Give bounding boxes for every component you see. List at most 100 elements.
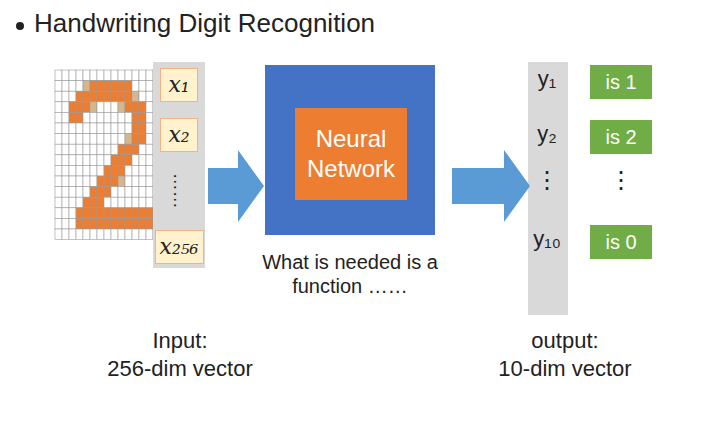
- grid-cell: [132, 187, 139, 198]
- grid-cell: [62, 218, 69, 229]
- grid-cell: [146, 102, 153, 113]
- grid-cell: [97, 229, 104, 240]
- grid-cell: [118, 123, 125, 134]
- grid-cell: [69, 144, 76, 155]
- grid-cell: [97, 123, 104, 134]
- grid-cell: [111, 165, 118, 176]
- grid-cell: [69, 208, 76, 219]
- grid-cell: [55, 123, 62, 134]
- grid-cell: [146, 70, 153, 81]
- network-box: Neural Network: [295, 108, 407, 200]
- grid-cell: [125, 112, 132, 123]
- grid-cell: [125, 229, 132, 240]
- grid-cell: [104, 112, 111, 123]
- grid-cell: [132, 70, 139, 81]
- grid-cell: [118, 91, 125, 102]
- grid-cell: [76, 134, 83, 145]
- grid-cell: [146, 197, 153, 208]
- grid-cell: [90, 208, 97, 219]
- grid-cell: [118, 155, 125, 166]
- grid-cell: [125, 134, 132, 145]
- grid-cell: [118, 176, 125, 187]
- grid-cell: [55, 165, 62, 176]
- input-vector-bar: [153, 62, 205, 268]
- grid-cell: [62, 229, 69, 240]
- grid-cell: [118, 134, 125, 145]
- grid-cell: [132, 134, 139, 145]
- grid-cell: [146, 134, 153, 145]
- grid-cell: [90, 112, 97, 123]
- grid-cell: [62, 165, 69, 176]
- grid-cell: [146, 187, 153, 198]
- node-text: is 1: [605, 70, 636, 95]
- grid-cell: [125, 187, 132, 198]
- grid-cell: [62, 208, 69, 219]
- grid-cell: [139, 134, 146, 145]
- caption-note: What is needed is a function ……: [243, 250, 458, 298]
- vector-entry: y₂: [537, 121, 557, 147]
- grid-cell: [111, 197, 118, 208]
- grid-cell: [62, 123, 69, 134]
- grid-cell: [139, 187, 146, 198]
- grid-cell: [111, 81, 118, 92]
- grid-cell: [55, 176, 62, 187]
- grid-cell: [97, 91, 104, 102]
- grid-cell: [83, 187, 90, 198]
- grid-cell: [125, 81, 132, 92]
- grid-cell: [90, 176, 97, 187]
- grid-cell: [83, 155, 90, 166]
- grid-cell: [139, 144, 146, 155]
- grid-cell: [90, 70, 97, 81]
- node-text: x₂₅₆: [160, 233, 199, 261]
- grid-cell: [83, 123, 90, 134]
- grid-cell: [97, 102, 104, 113]
- grid-cell: [55, 102, 62, 113]
- grid-cell: [97, 187, 104, 198]
- grid-cell: [118, 144, 125, 155]
- grid-cell: [55, 70, 62, 81]
- grid-cell: [146, 155, 153, 166]
- grid-cell: [111, 70, 118, 81]
- grid-cell: [125, 218, 132, 229]
- vector-entry: ⋮: [535, 166, 559, 195]
- grid-cell: [69, 197, 76, 208]
- grid-cell: [104, 155, 111, 166]
- grid-cell: [62, 112, 69, 123]
- grid-cell: [146, 229, 153, 240]
- grid-cell: [97, 218, 104, 229]
- grid-cell: [118, 165, 125, 176]
- grid-cell: [55, 218, 62, 229]
- grid-cell: [104, 197, 111, 208]
- grid-cell: [69, 229, 76, 240]
- grid-cell: [97, 165, 104, 176]
- grid-cell: [62, 70, 69, 81]
- grid-cell: [146, 208, 153, 219]
- grid-cell: [62, 102, 69, 113]
- grid-cell: [132, 208, 139, 219]
- node-text: x₁: [168, 71, 189, 99]
- grid-cell: [55, 208, 62, 219]
- grid-cell: [55, 81, 62, 92]
- grid-cell: [146, 176, 153, 187]
- grid-cell: [76, 208, 83, 219]
- grid-cell: [90, 155, 97, 166]
- grid-cell: [55, 91, 62, 102]
- grid-cell: [83, 102, 90, 113]
- grid-cell: [111, 176, 118, 187]
- grid-cell: [90, 134, 97, 145]
- grid-cell: [69, 102, 76, 113]
- grid-cell: [125, 144, 132, 155]
- grid-cell: [83, 176, 90, 187]
- grid-cell: [90, 91, 97, 102]
- grid-cell: [76, 70, 83, 81]
- grid-cell: [111, 229, 118, 240]
- grid-cell: [146, 81, 153, 92]
- grid-cell: [125, 123, 132, 134]
- grid-cell: [83, 91, 90, 102]
- grid-cell: [139, 208, 146, 219]
- grid-cell: [62, 144, 69, 155]
- grid-cell: [132, 165, 139, 176]
- vector-caption: 10-dim vector: [498, 356, 631, 382]
- grid-cell: [69, 218, 76, 229]
- grid-cell: [132, 144, 139, 155]
